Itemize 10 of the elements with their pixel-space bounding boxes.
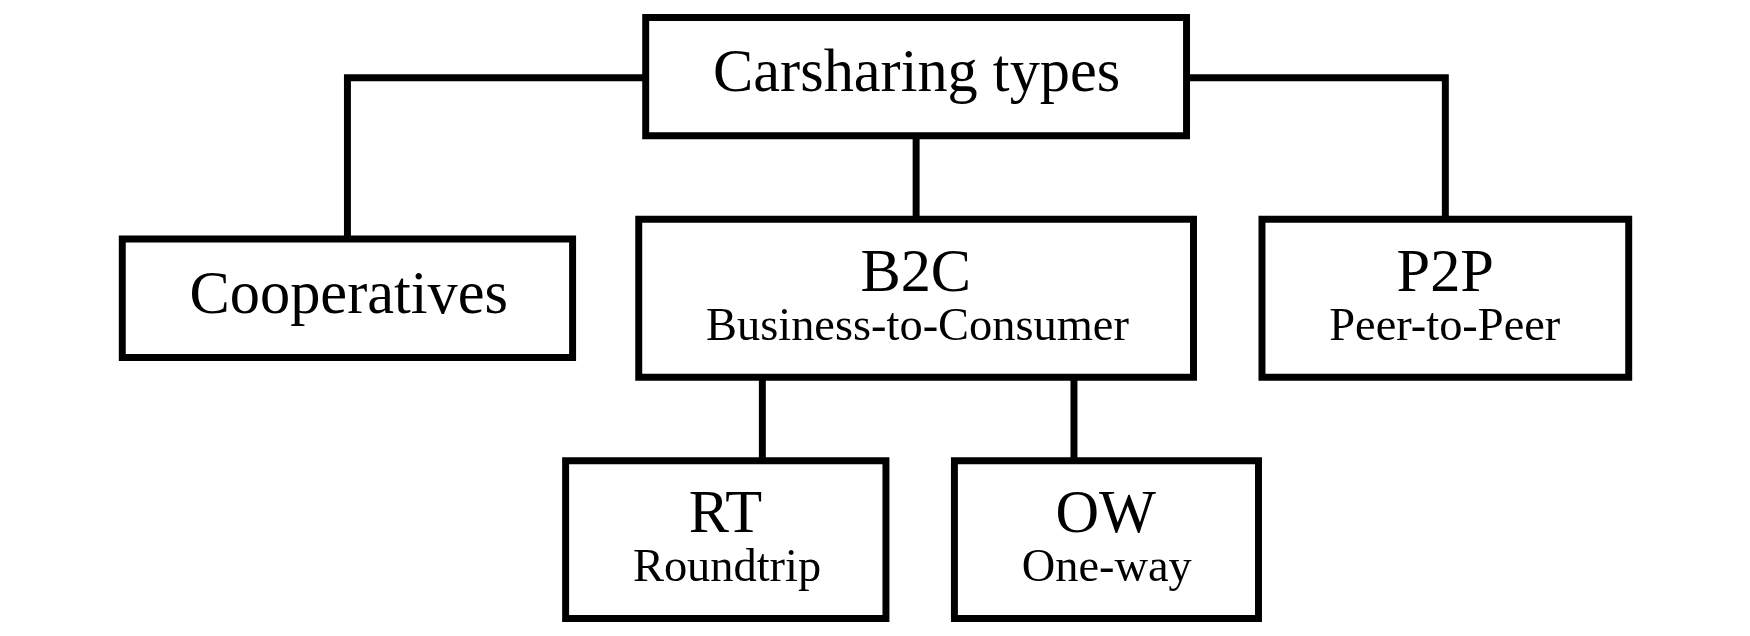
- connector: [1070, 377, 1077, 461]
- node-box: OW One-way: [950, 457, 1262, 623]
- node-box: RT Roundtrip: [561, 457, 889, 623]
- node-box: Carsharing types: [641, 13, 1190, 140]
- node-box: B2C Business-to-Consumer: [634, 215, 1197, 381]
- connector: [343, 74, 645, 238]
- node-box: P2P Peer-to-Peer: [1258, 215, 1632, 381]
- connector: [912, 136, 920, 219]
- node-box: Cooperatives: [118, 235, 576, 361]
- connector: [758, 377, 766, 461]
